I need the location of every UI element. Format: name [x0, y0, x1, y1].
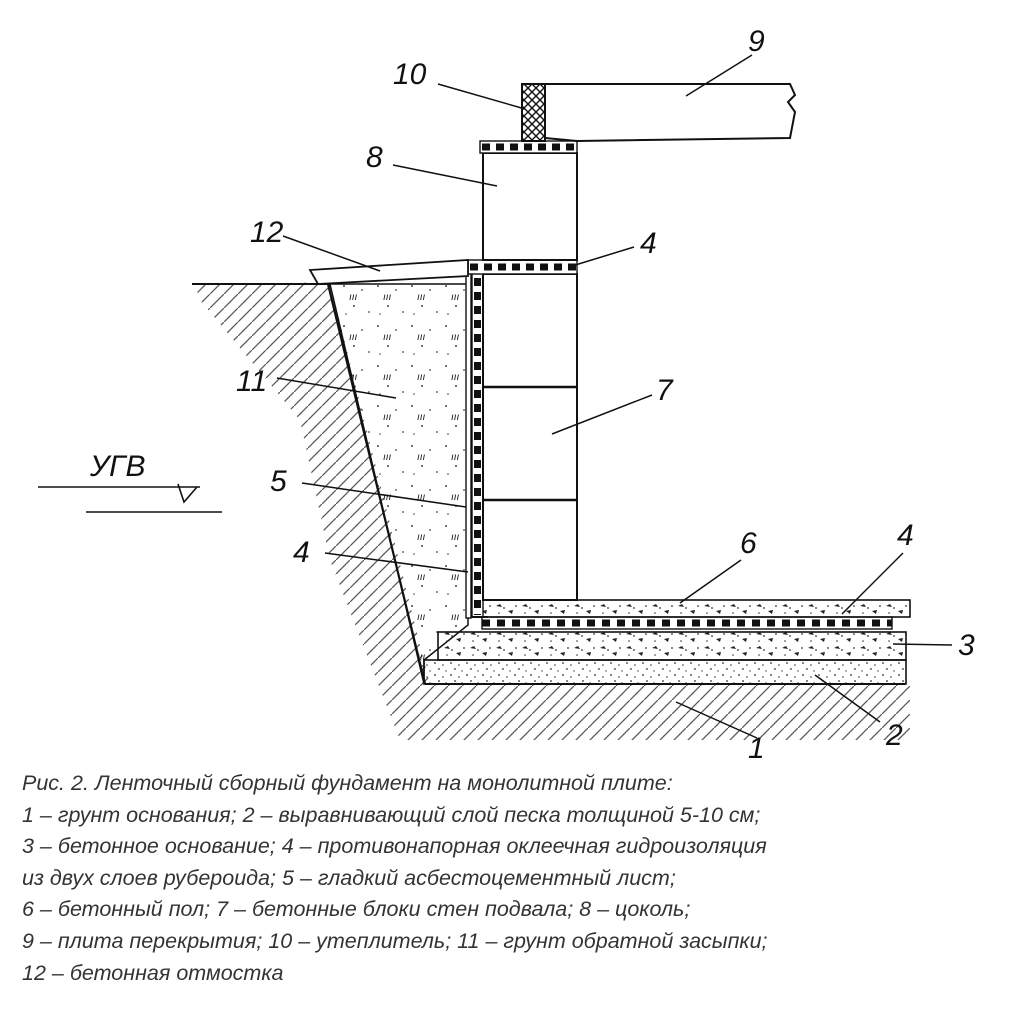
floor-slab	[544, 83, 797, 143]
caption-line: из двух слоев рубероида; 5 – гладкий асб…	[22, 865, 676, 890]
label-6: 6	[740, 527, 757, 560]
label-4-right: 4	[897, 519, 914, 552]
concrete-blind-area	[308, 259, 469, 285]
foundation-section-drawing: ııı	[38, 25, 975, 765]
label-3: 3	[958, 629, 975, 662]
label-4-left: 4	[293, 536, 310, 569]
label-1: 1	[748, 732, 765, 760]
concrete-floor	[481, 599, 911, 618]
asbestos-cement-sheet	[465, 261, 472, 619]
foundation-diagram: ııı	[38, 25, 975, 765]
label-11: 11	[236, 365, 267, 398]
label-ugv: УГВ	[89, 450, 146, 483]
figure-caption: Рис. 2. Ленточный сборный фундамент на м…	[22, 768, 1012, 989]
concrete-base	[437, 631, 907, 661]
caption-line: 1 – грунт основания; 2 – выравнивающий с…	[22, 802, 761, 827]
caption-line: 9 – плита перекрытия; 10 – утеплитель; 1…	[22, 928, 768, 953]
caption-line: 3 – бетонное основание; 4 – противонапор…	[22, 834, 767, 859]
label-12: 12	[250, 216, 284, 249]
caption-title: Рис. 2. Ленточный сборный фундамент на м…	[22, 771, 673, 795]
label-9: 9	[748, 25, 765, 58]
groundwater-level-mark	[38, 483, 222, 513]
label-8: 8	[366, 141, 383, 174]
basement-wall-blocks	[482, 273, 578, 601]
sand-leveling-layer	[423, 659, 907, 685]
plinth	[482, 152, 578, 261]
leader-lines	[276, 54, 953, 739]
label-10: 10	[393, 58, 427, 91]
label-2: 2	[885, 719, 903, 752]
label-5: 5	[270, 465, 287, 498]
insulation	[521, 83, 546, 142]
label-4-top: 4	[640, 227, 657, 260]
caption-line: 12 – бетонная отмостка	[22, 960, 284, 985]
caption-line: 6 – бетонный пол; 7 – бетонные блоки сте…	[22, 897, 691, 922]
label-7: 7	[656, 374, 674, 407]
